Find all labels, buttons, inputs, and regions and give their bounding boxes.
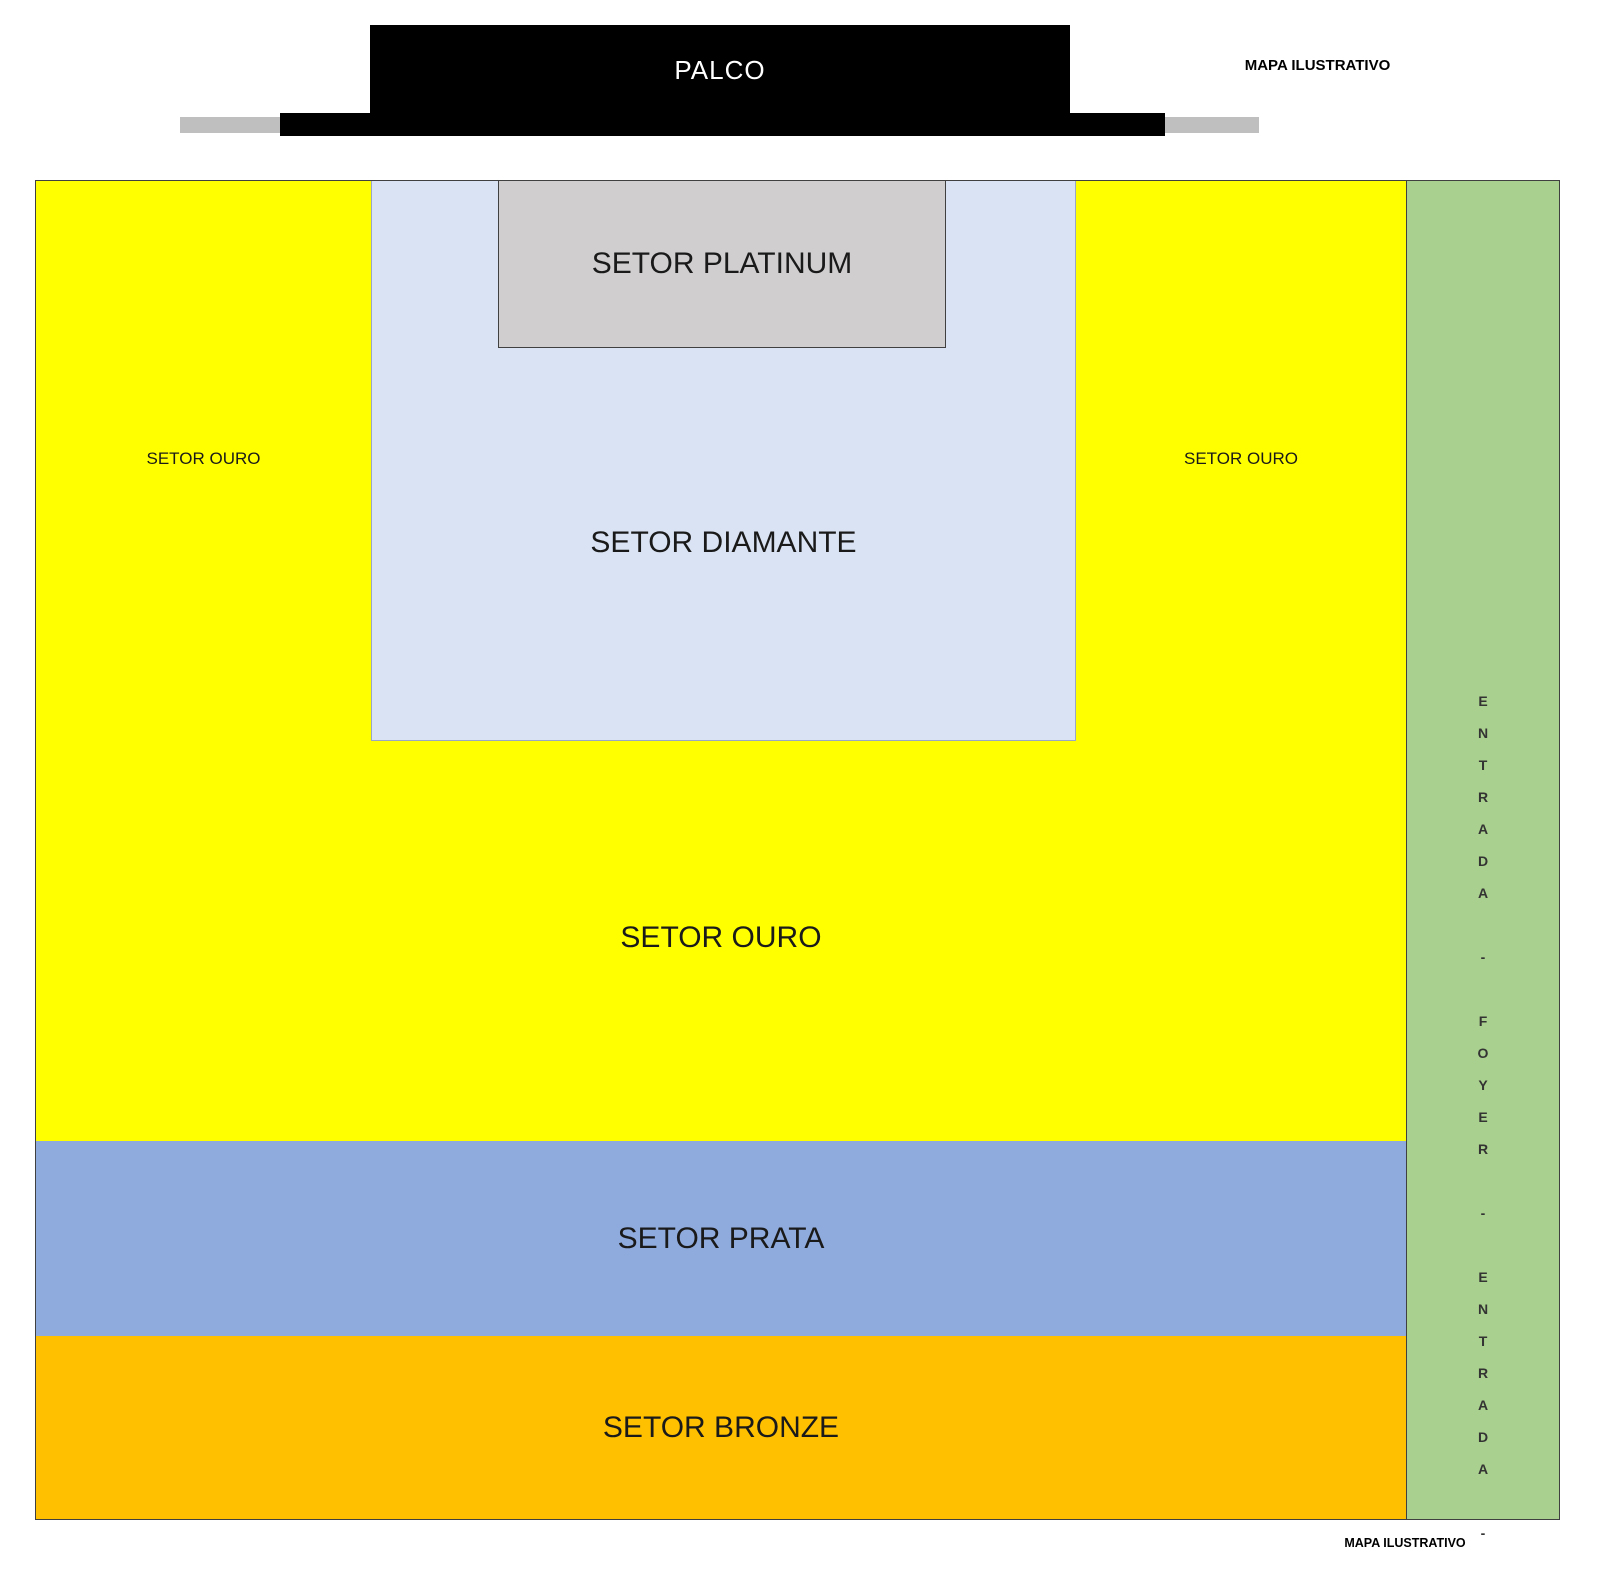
sector-platinum-label: SETOR PLATINUM [591,247,853,280]
sector-diamante: SETOR DIAMANTE [371,181,1076,741]
sector-platinum: SETOR PLATINUM [498,181,946,348]
sector-ouro-label: SETOR OURO [620,921,822,954]
stage-wing-left [180,117,280,133]
sector-prata-label: SETOR PRATA [617,1221,825,1255]
stage-wing-right [1164,117,1259,133]
map-title-bottom: MAPA ILUSTRATIVO [1344,1536,1466,1550]
stage-label: PALCO [674,54,766,85]
sector-bronze: SETOR BRONZE [36,1336,1406,1519]
stage-apron [280,113,1165,136]
sector-diamante-label: SETOR DIAMANTE [590,526,857,559]
sector-bronze-label: SETOR BRONZE [602,1410,840,1444]
seating-map-frame: SETOR OURO SETOR OURO SETOR OURO SETOR P… [35,180,1560,1576]
stage: PALCO [370,25,1070,115]
entrance-foyer-strip: ENTRADA - FOYER - ENTRADA - FOYER - [1406,181,1559,1576]
sector-ouro-left-label: SETOR OURO [146,449,261,468]
sector-prata: SETOR PRATA [36,1141,1406,1336]
entrance-foyer-label: ENTRADA - FOYER - ENTRADA - FOYER - [1475,693,1491,1576]
sector-ouro-right-label: SETOR OURO [1184,449,1298,468]
map-title-top: MAPA ILUSTRATIVO [1244,57,1391,74]
